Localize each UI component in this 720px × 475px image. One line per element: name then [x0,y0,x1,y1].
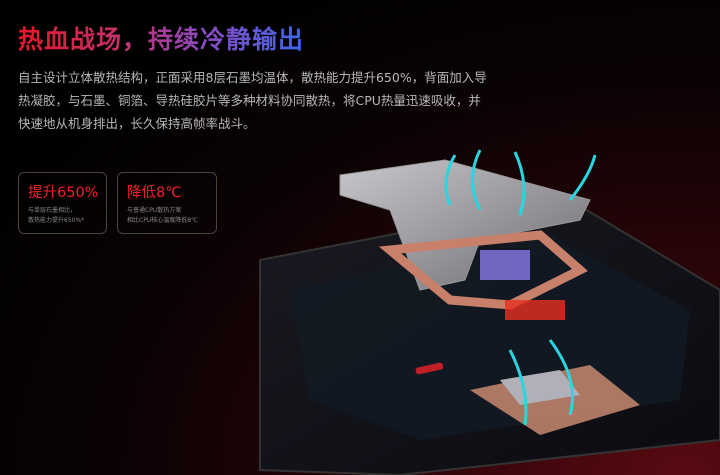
description: 自主设计立体散热结构，正面采用8层石墨均温体，散热能力提升650%，背面加入导热… [18,70,487,131]
stat-value: 提升650% [28,185,99,201]
stat-note: 与普通CPU散热方案 [127,207,182,214]
graphite-plate [339,159,591,291]
cooling-system-illustration [259,149,720,475]
stat-note: 散热能力提升650%* [28,217,85,224]
airflow-arrows [444,149,597,426]
copper-foil [378,230,589,310]
stat-value: 降低8℃ [127,185,182,201]
stat-note: 与单层石墨相比， [28,207,77,214]
cpu-chip [480,250,530,280]
side-button [415,362,444,375]
stat-card-heat-dissipation: 提升650% 与单层石墨相比， 散热能力提升650%* [18,172,107,234]
stat-card-temperature: 降低8℃ 与普通CPU散热方案 相比CPU核心温度降低8℃ [117,172,217,234]
cpu-heat [505,300,565,320]
stat-note: 相比CPU核心温度降低8℃ [127,217,198,224]
page-title: 热血战场，持续冷静输出 [18,20,304,56]
